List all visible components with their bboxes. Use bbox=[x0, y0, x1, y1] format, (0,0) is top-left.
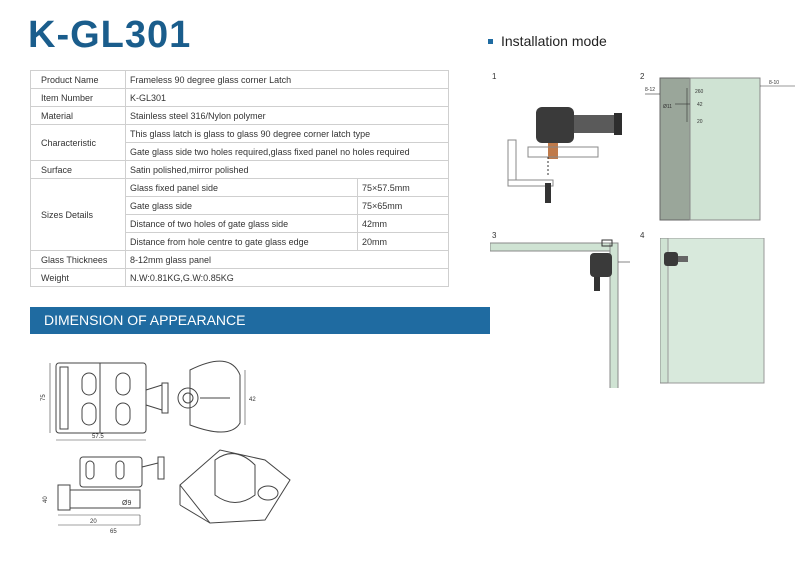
page-title: K-GL301 bbox=[28, 14, 192, 56]
table-row: Item Number K-GL301 bbox=[30, 88, 449, 107]
dim-v42: 42 bbox=[697, 102, 703, 108]
spec-value: N.W:0.81KG,G.W:0.85KG bbox=[125, 268, 449, 287]
spec-value: Frameless 90 degree glass corner Latch bbox=[125, 70, 449, 89]
dim-40: 40 bbox=[43, 496, 49, 503]
spec-label: Glass Thicknees bbox=[30, 250, 126, 269]
table-row: Gate glass side 75×65mm bbox=[31, 196, 449, 215]
table-row: Glass Thicknees 8-12mm glass panel bbox=[30, 250, 449, 269]
dim-75: 75 bbox=[41, 394, 47, 401]
size-name: Distance of two holes of gate glass side bbox=[125, 214, 358, 233]
size-value: 42mm bbox=[357, 214, 449, 233]
step-number: 3 bbox=[492, 231, 497, 240]
table-row: Material Stainless steel 316/Nylon polym… bbox=[30, 106, 449, 125]
step-number: 2 bbox=[640, 72, 645, 81]
spec-value: Gate glass side two holes required,glass… bbox=[125, 142, 449, 161]
size-value: 20mm bbox=[357, 232, 449, 251]
dim-260: 260 bbox=[695, 89, 704, 95]
side-view-drawing bbox=[177, 360, 246, 433]
installation-heading-label: Installation mode bbox=[501, 33, 607, 49]
isometric-view-drawing bbox=[179, 449, 291, 524]
step-4-drawing bbox=[660, 238, 765, 384]
spec-label: Sizes Details bbox=[30, 178, 126, 251]
dim-d9: Ø9 bbox=[122, 500, 131, 507]
size-name: Glass fixed panel side bbox=[125, 178, 358, 197]
dimension-drawings: 75 57.5 42 40 20 65 Ø9 bbox=[41, 360, 291, 535]
size-name: Gate glass side bbox=[125, 196, 358, 215]
spec-label: Item Number bbox=[30, 88, 126, 107]
spec-label: Characteristic bbox=[30, 124, 126, 161]
step-3-drawing bbox=[490, 239, 630, 388]
table-row: Surface Satin polished,mirror polished bbox=[30, 160, 449, 179]
size-value: 75×65mm bbox=[357, 196, 449, 215]
step-2-drawing: 8-12 8-10 260 42 20 Ø11 bbox=[645, 77, 795, 221]
step-number: 4 bbox=[640, 231, 645, 240]
table-row: Characteristic This glass latch is glass… bbox=[30, 124, 449, 161]
dim-20: 20 bbox=[90, 519, 97, 525]
spec-label: Product Name bbox=[30, 70, 126, 89]
step-number: 1 bbox=[492, 72, 497, 81]
spec-value: K-GL301 bbox=[125, 88, 449, 107]
installation-heading: Installation mode bbox=[488, 33, 607, 49]
size-name: Distance from hole centre to gate glass … bbox=[125, 232, 358, 251]
spec-value: This glass latch is glass to glass 90 de… bbox=[125, 124, 449, 143]
dimension-heading: DIMENSION OF APPEARANCE bbox=[30, 307, 490, 334]
table-row: Weight N.W:0.81KG,G.W:0.85KG bbox=[30, 268, 449, 287]
dim-65: 65 bbox=[110, 529, 117, 535]
size-value: 75×57.5mm bbox=[357, 178, 449, 197]
dim-8-10: 8-10 bbox=[769, 80, 779, 86]
spec-value: Satin polished,mirror polished bbox=[125, 160, 449, 179]
dim-8-12: 8-12 bbox=[645, 87, 655, 93]
dim-57-5: 57.5 bbox=[92, 434, 104, 440]
front-view-drawing bbox=[49, 362, 169, 441]
spec-value: 8-12mm glass panel bbox=[125, 250, 449, 269]
spec-table: Product Name Frameless 90 degree glass c… bbox=[30, 70, 449, 287]
spec-label: Weight bbox=[30, 268, 126, 287]
table-row: Distance of two holes of gate glass side… bbox=[31, 214, 449, 233]
spec-label: Surface bbox=[30, 160, 126, 179]
dim-v20: 20 bbox=[697, 119, 703, 125]
spec-label: Material bbox=[30, 106, 126, 125]
step-1-drawing bbox=[507, 107, 622, 203]
dim-d11: Ø11 bbox=[663, 104, 672, 110]
table-row: Product Name Frameless 90 degree glass c… bbox=[30, 70, 449, 89]
bullet-square-icon bbox=[488, 38, 493, 44]
table-row: Sizes Details Glass fixed panel side 75×… bbox=[30, 178, 449, 251]
spec-value: Stainless steel 316/Nylon polymer bbox=[125, 106, 449, 125]
dim-42: 42 bbox=[249, 397, 256, 403]
top-view-drawing bbox=[57, 456, 165, 526]
